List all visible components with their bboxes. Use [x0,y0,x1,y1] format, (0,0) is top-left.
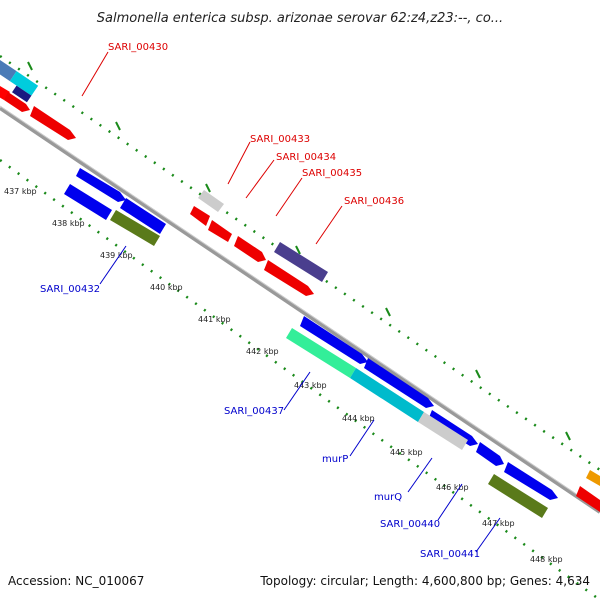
gene-arrow [476,442,504,466]
gene-arrow [110,210,160,246]
gene-label-murq[interactable]: murQ [374,492,402,503]
kbp-label: 446 kbp [436,483,469,492]
gene-arrow [504,462,558,500]
kbp-label: 447 kbp [482,519,515,528]
gene-arrow [576,486,600,512]
gene-arrow [120,198,166,234]
kbp-label: 444 kbp [342,414,375,423]
map-title: Salmonella enterica subsp. arizonae sero… [97,11,503,26]
gene-label-sari-00433[interactable]: SARI_00433 [250,134,310,145]
kbp-label: 440 kbp [150,283,183,292]
gene-label-sari-00441[interactable]: SARI_00441 [420,549,480,560]
gene-leader-lines [81,51,501,553]
gene-arrow [274,242,328,282]
kbp-label: 445 kbp [390,448,423,457]
gene-labels: SARI_00430 SARI_00433 SARI_00434 SARI_00… [40,42,480,560]
genes-reverse [64,168,548,518]
accession-text: Accession: NC_010067 [8,574,144,588]
gene-arrow [300,316,368,364]
genes-forward [0,60,600,512]
kbp-label: 442 kbp [246,347,279,356]
major-ticks [27,61,571,441]
genome-backbone [0,105,600,514]
gene-arrow [234,236,266,262]
gene-arrow [4,92,30,112]
gene-arrow [0,86,10,100]
gene-arrow [428,410,478,446]
gene-label-sari-00434[interactable]: SARI_00434 [276,152,336,163]
topology-text: Topology: circular; Length: 4,600,800 bp… [259,574,590,588]
gene-arrow [586,470,600,486]
gene-arrow [76,168,126,202]
gene-arrow [64,184,112,220]
kbp-label: 443 kbp [294,381,327,390]
gene-label-sari-00430[interactable]: SARI_00430 [108,42,168,53]
kbp-label: 437 kbp [4,187,37,196]
gene-label-sari-00440[interactable]: SARI_00440 [380,519,440,530]
gene-label-sari-00436[interactable]: SARI_00436 [344,196,404,207]
gene-arrow [30,106,76,140]
gene-arrow [190,206,210,226]
kbp-label: 438 kbp [52,219,85,228]
gene-arrow [350,368,424,422]
kbp-label: 439 kbp [100,251,133,260]
gene-arrow [286,328,356,378]
gene-label-sari-00437[interactable]: SARI_00437 [224,406,284,417]
gene-label-murp[interactable]: murP [322,454,348,465]
kbp-label: 441 kbp [198,315,231,324]
gene-arrow [208,220,232,242]
gene-arrow [364,358,434,408]
gene-label-sari-00435[interactable]: SARI_00435 [302,168,362,179]
gene-arrow [488,474,548,518]
gene-arrow [264,260,314,296]
kbp-label: 448 kbp [530,555,563,564]
kbp-labels: 437 kbp 438 kbp 439 kbp 440 kbp 441 kbp … [4,187,563,564]
gene-label-sari-00432[interactable]: SARI_00432 [40,284,100,295]
gene-arrow [198,190,224,212]
gene-arrow [418,412,468,450]
